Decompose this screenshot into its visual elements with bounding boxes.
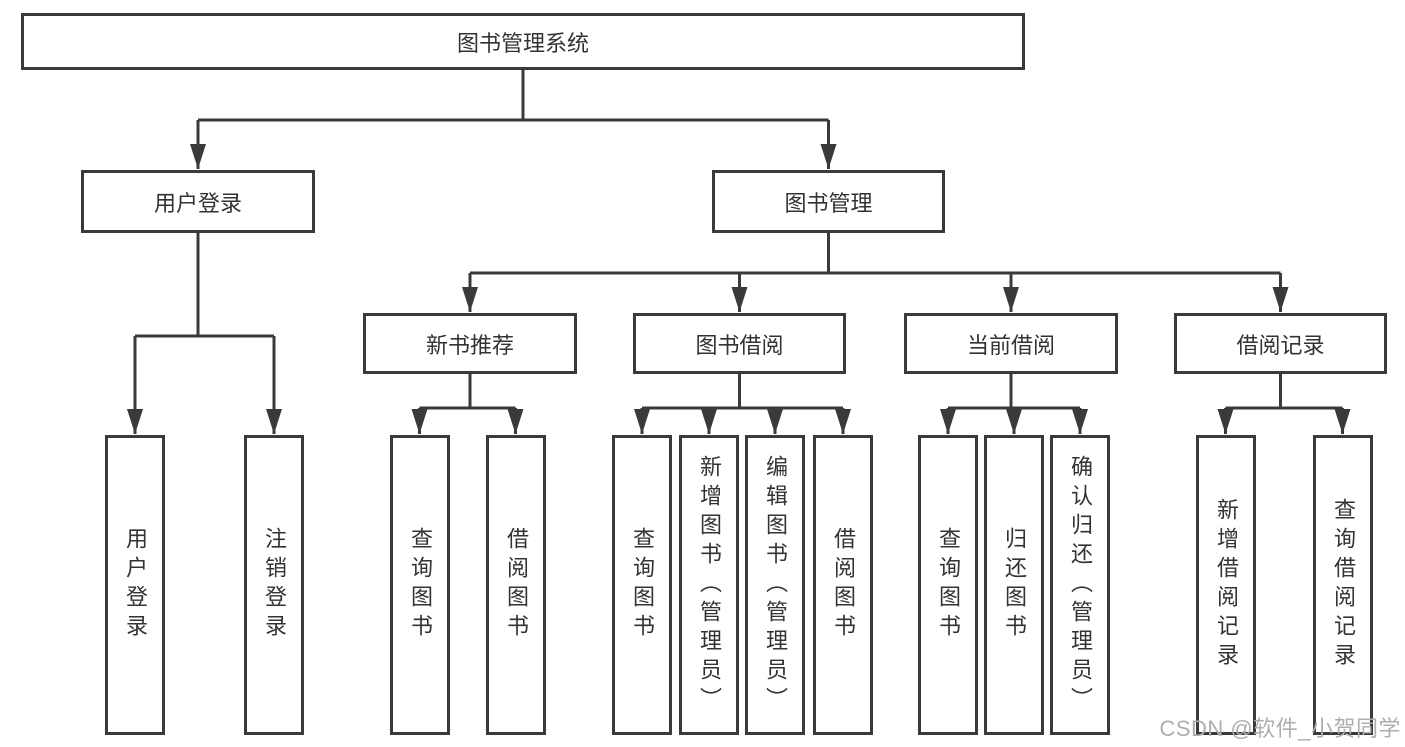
leaf-query-books-recommend: 查询图书 <box>390 435 450 735</box>
leaf-add-borrow-record: 新增借阅记录 <box>1196 435 1256 735</box>
leaf-confirm-return-admin-label: 确认归还（管理员） <box>1068 454 1093 716</box>
node-borrow-records: 借阅记录 <box>1174 313 1387 374</box>
node-user-login: 用户登录 <box>81 170 315 233</box>
leaf-logout: 注销登录 <box>244 435 304 735</box>
leaf-user-login-label: 用户登录 <box>123 527 148 643</box>
leaf-query-books-borrow: 查询图书 <box>612 435 672 735</box>
leaf-edit-book-admin-label: 编辑图书（管理员） <box>763 454 788 716</box>
leaf-query-books-current-label: 查询图书 <box>936 527 961 643</box>
leaf-user-login: 用户登录 <box>105 435 165 735</box>
leaf-query-borrow-record: 查询借阅记录 <box>1313 435 1373 735</box>
node-root-label: 图书管理系统 <box>456 30 589 56</box>
node-current-borrow: 当前借阅 <box>904 313 1118 374</box>
leaf-edit-book-admin: 编辑图书（管理员） <box>745 435 805 735</box>
node-borrow-records-label: 借阅记录 <box>1236 332 1325 358</box>
leaf-return-book-label: 归还图书 <box>1002 527 1027 643</box>
csdn-watermark: CSDN @软件_小贺同学 <box>1159 716 1401 741</box>
leaf-borrow-books: 借阅图书 <box>813 435 873 735</box>
node-book-borrow-label: 图书借阅 <box>695 332 784 358</box>
leaf-return-book: 归还图书 <box>984 435 1044 735</box>
leaf-borrow-books-label: 借阅图书 <box>831 527 856 643</box>
node-book-management: 图书管理 <box>712 170 945 233</box>
leaf-add-borrow-record-label: 新增借阅记录 <box>1214 498 1239 672</box>
node-root: 图书管理系统 <box>21 13 1025 70</box>
node-current-borrow-label: 当前借阅 <box>966 332 1055 358</box>
leaf-borrow-books-recommend-label: 借阅图书 <box>504 527 529 643</box>
node-new-book-recommend: 新书推荐 <box>363 313 577 374</box>
leaf-query-books-recommend-label: 查询图书 <box>408 527 433 643</box>
leaf-confirm-return-admin: 确认归还（管理员） <box>1050 435 1110 735</box>
leaf-borrow-books-recommend: 借阅图书 <box>486 435 546 735</box>
leaf-add-book-admin-label: 新增图书（管理员） <box>697 454 722 716</box>
leaf-logout-label: 注销登录 <box>262 527 287 643</box>
leaf-query-borrow-record-label: 查询借阅记录 <box>1331 498 1356 672</box>
leaf-query-books-current: 查询图书 <box>918 435 978 735</box>
node-book-management-label: 图书管理 <box>784 190 873 216</box>
node-new-book-recommend-label: 新书推荐 <box>425 332 514 358</box>
node-user-login-label: 用户登录 <box>153 190 242 216</box>
node-book-borrow: 图书借阅 <box>633 313 846 374</box>
leaf-add-book-admin: 新增图书（管理员） <box>679 435 739 735</box>
leaf-query-books-borrow-label: 查询图书 <box>630 527 655 643</box>
